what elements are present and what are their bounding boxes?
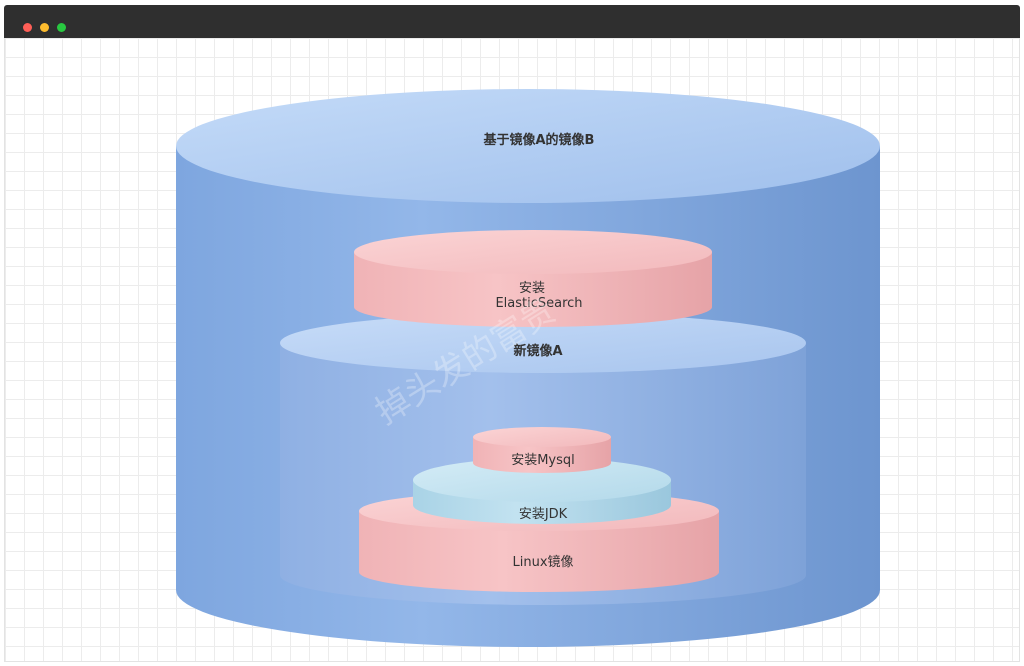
inner-cylinder-label: 新镜像A <box>513 343 562 359</box>
close-window-button[interactable] <box>23 23 32 32</box>
jdk-label: 安装JDK <box>519 507 568 522</box>
mysql-layer <box>473 427 611 473</box>
minimize-window-button[interactable] <box>40 23 49 32</box>
jdk-layer <box>413 458 671 524</box>
elasticsearch-label-line2: ElasticSearch <box>495 296 582 311</box>
outer-cylinder-label: 基于镜像A的镜像B <box>483 132 595 148</box>
maximize-window-button[interactable] <box>57 23 66 32</box>
elasticsearch-label-line1: 安装 <box>519 281 545 296</box>
elasticsearch-layer <box>354 230 712 327</box>
window-titlebar <box>4 5 1020 38</box>
linux-label: Linux镜像 <box>512 555 573 570</box>
mysql-label: 安装Mysql <box>511 453 575 468</box>
